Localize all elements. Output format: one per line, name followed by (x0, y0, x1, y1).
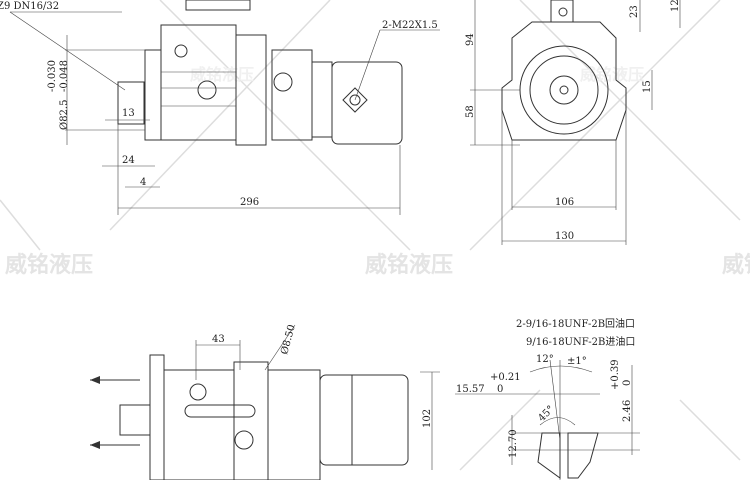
dim-24: 24 (122, 155, 135, 166)
angle-tolerance: ±1° (567, 356, 587, 367)
tol-021: +0.21 (490, 372, 521, 383)
spline-label: Z9 DN16/32 (0, 1, 59, 12)
tolerance-upper: -0.030 (47, 60, 58, 92)
watermark-center: 威铭液压 (365, 252, 453, 278)
dim-1270: 12.70 (508, 429, 519, 458)
dim-106: 106 (555, 197, 574, 208)
side-view-dimensions (470, 0, 681, 245)
watermark-left: 威铭液压 (5, 252, 93, 278)
dim-246: 2.46 (622, 400, 633, 422)
zero-a: 0 (497, 384, 503, 395)
watermark-lines (0, 0, 741, 471)
front-view-pump (117, 0, 403, 146)
watermark-right: 威铭液压 (722, 252, 750, 278)
bottom-view-dimensions (195, 324, 440, 470)
front-view-dimensions (9, 11, 440, 215)
tolerance-lower: -0.048 (59, 60, 70, 92)
hole-diameter: Ø8.50 (279, 323, 298, 355)
inlet-port-label: 9/16-18UNF-2B进油口 (526, 335, 635, 348)
dim-58: 58 (465, 105, 476, 118)
port-section-detail (455, 359, 640, 480)
angle-45: 45° (536, 404, 556, 424)
dim-15: 15 (642, 80, 653, 93)
dim-12: 12 (670, 0, 681, 12)
dim-13: 13 (122, 108, 135, 119)
dim-130: 130 (555, 231, 574, 242)
angle-12: 12° (536, 354, 554, 365)
return-port-label: 2-9/16-18UNF-2B回油口 (516, 317, 635, 330)
dim-23: 23 (629, 5, 640, 18)
dim-102: 102 (422, 409, 433, 428)
dim-4: 4 (140, 177, 146, 188)
watermark-small-1: 威铭液压 (190, 65, 254, 84)
dim-1557: 15.57 (456, 384, 485, 395)
pilot-diameter: Ø82.5 (59, 100, 70, 130)
tol-039: +0.39 (610, 359, 621, 390)
zero-b: 0 (622, 380, 633, 386)
bottom-view-pump (90, 354, 409, 480)
port-label: 2-M22X1.5 (382, 20, 438, 31)
dim-94: 94 (465, 33, 476, 46)
dim-43: 43 (212, 334, 225, 345)
overall-length: 296 (240, 197, 259, 208)
